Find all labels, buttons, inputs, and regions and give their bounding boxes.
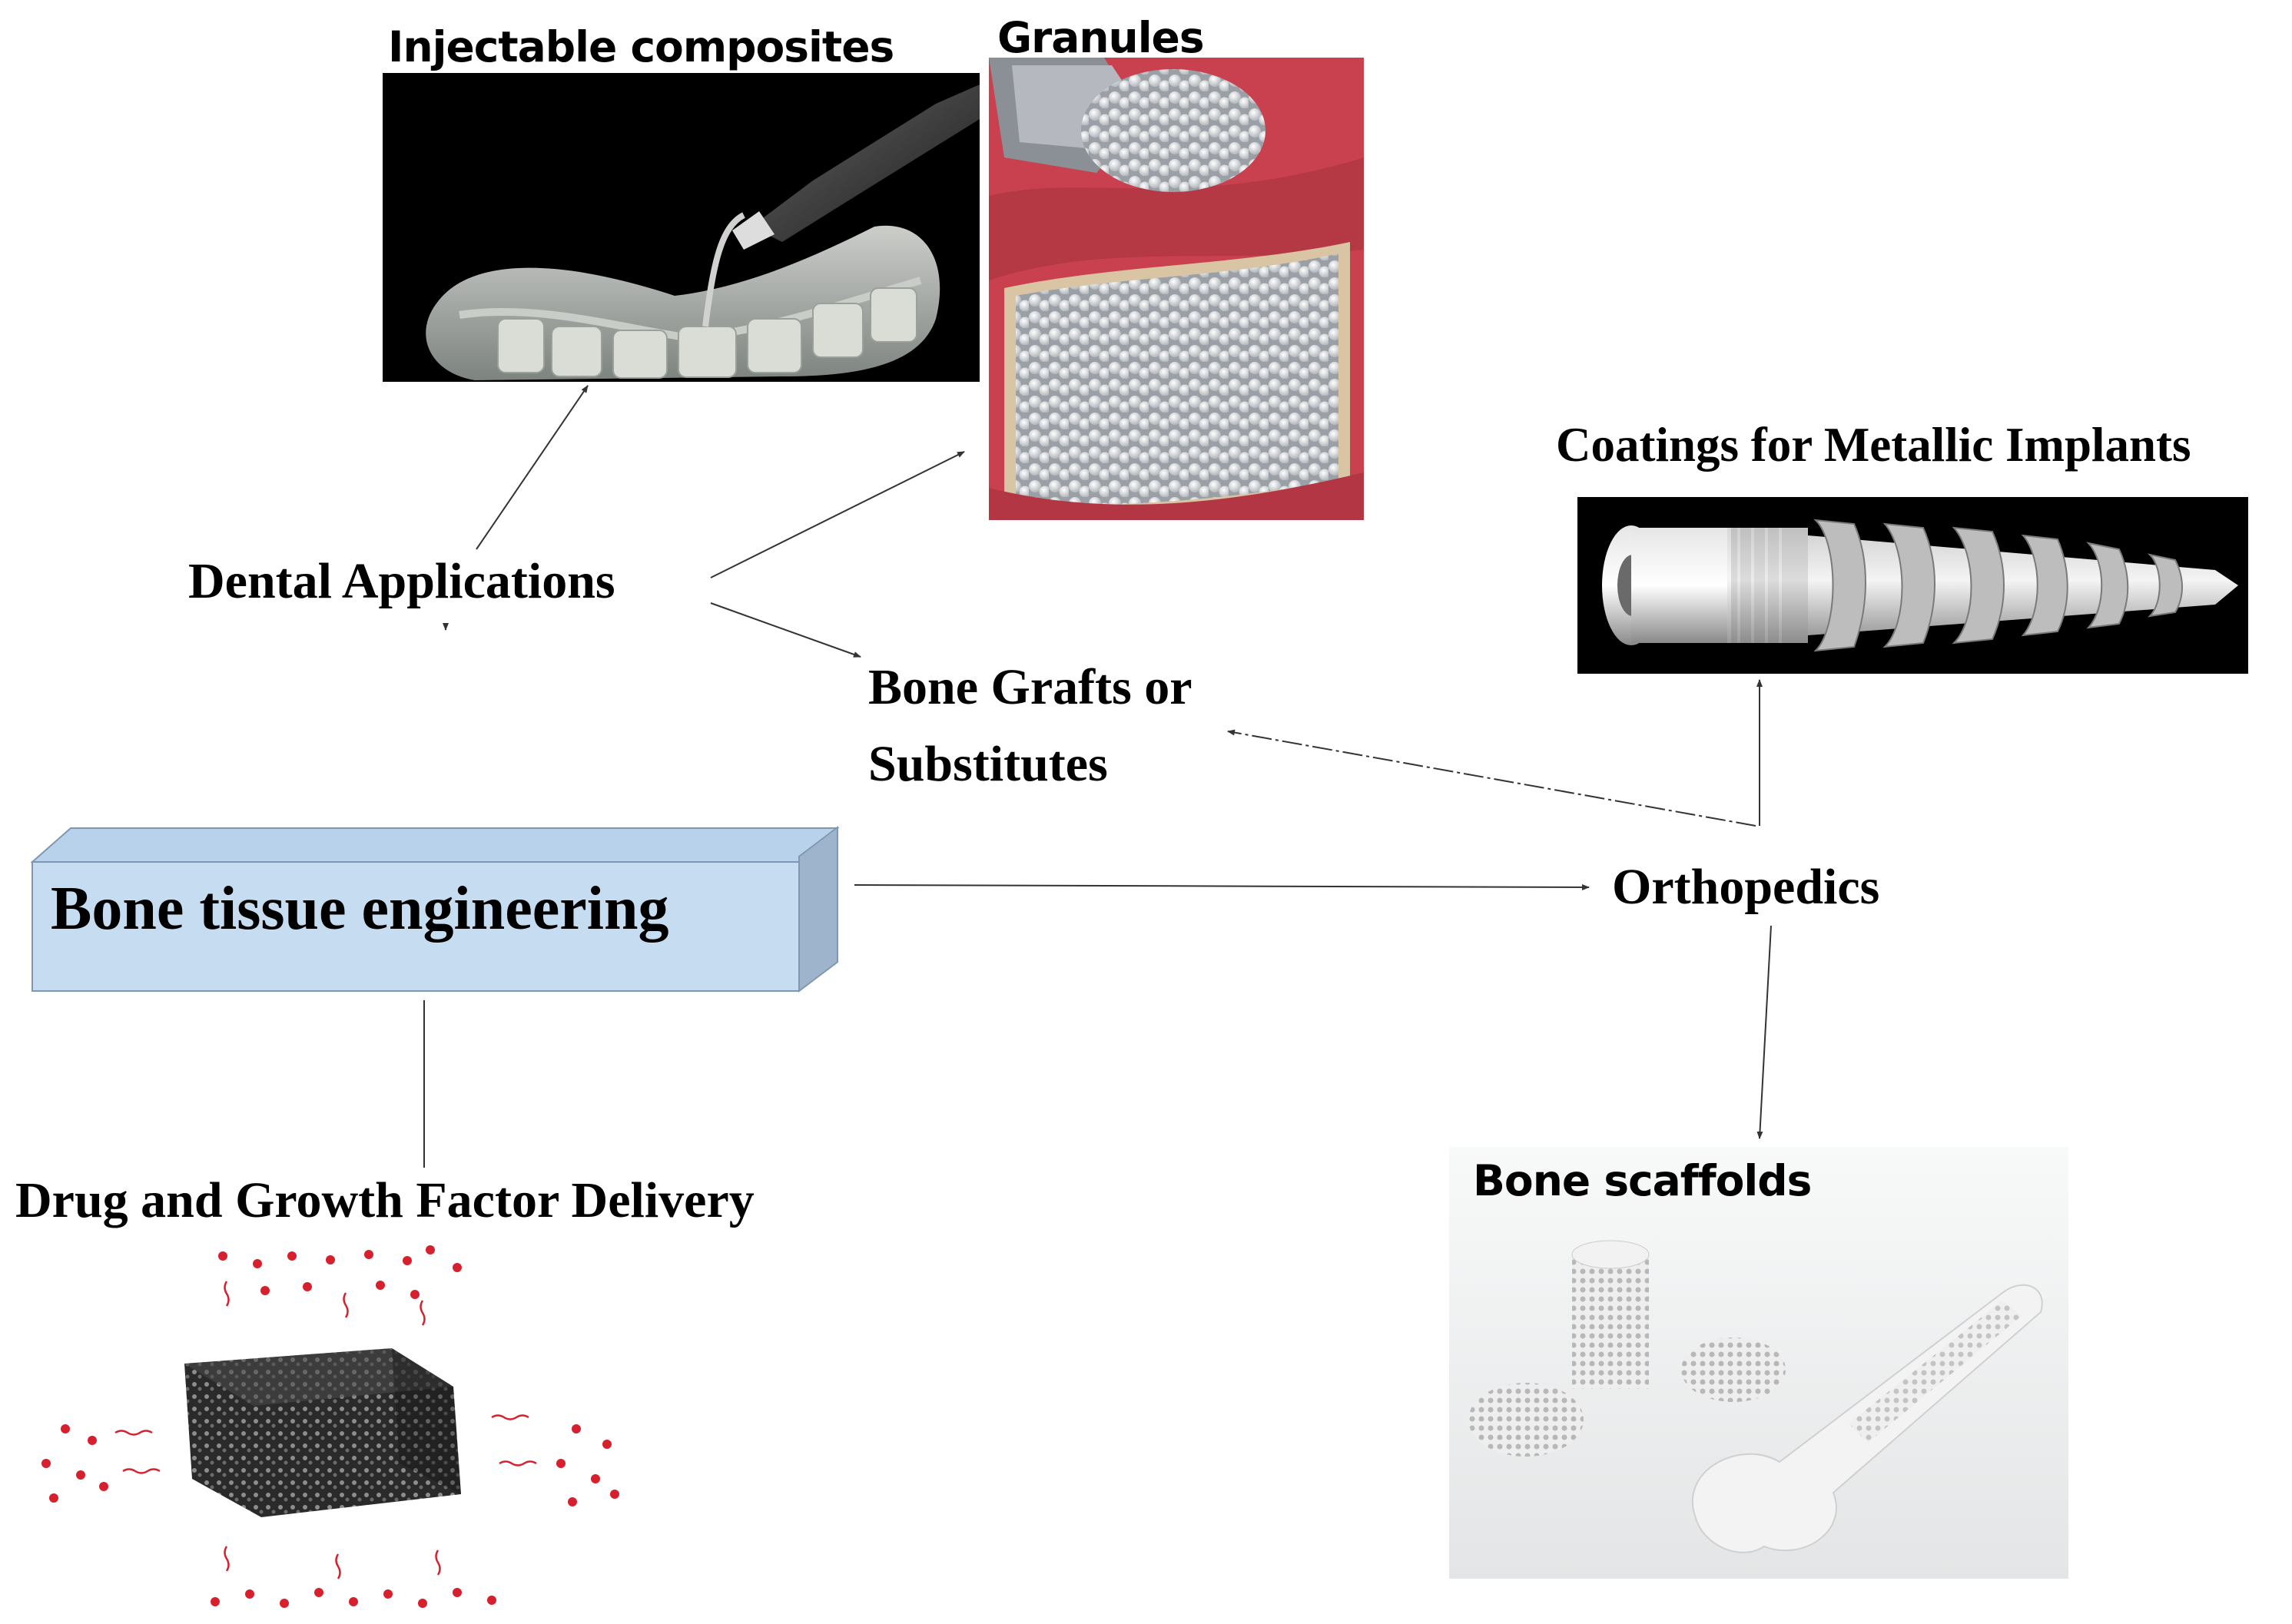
arrow-orthopedics-to-grafts <box>1227 729 1756 827</box>
injectable-composites-image <box>383 73 980 382</box>
center-box <box>30 825 840 993</box>
drug-delivery-image <box>31 1233 645 1617</box>
porous-scaffold-cube <box>184 1348 461 1517</box>
coated-implant-image <box>1577 497 2248 674</box>
bone-grafts-label-line2: Substitutes <box>868 736 1108 792</box>
center-box-label: Bone tissue engineering <box>51 875 669 943</box>
center-box-top <box>30 827 840 863</box>
arrow-dental-to-injectable <box>476 385 589 550</box>
center-box-side <box>798 825 838 993</box>
injectable-label: Injectable composites <box>388 22 894 71</box>
coatings-label: Coatings for Metallic Implants <box>1556 418 2191 472</box>
dental-applications-label: Dental Applications <box>188 553 615 609</box>
orthopedics-label: Orthopedics <box>1612 859 1880 915</box>
bone-scaffolds-label: Bone scaffolds <box>1473 1156 1812 1205</box>
center-box-front <box>32 861 800 992</box>
granules-label: Granules <box>997 13 1205 62</box>
arrow-dental-to-grafts <box>710 602 861 658</box>
arrow-orthopedics-to-scaffolds <box>1756 925 1772 1139</box>
bone-scaffolds-image <box>1449 1147 2068 1579</box>
drug-delivery-label: Drug and Growth Factor Delivery <box>15 1172 755 1228</box>
granules-image <box>989 58 1364 520</box>
arrow-center-to-orthopedics <box>854 883 1590 890</box>
arrow-dental-to-granules <box>710 451 965 578</box>
bone-grafts-label-line1: Bone Grafts or <box>868 659 1192 715</box>
